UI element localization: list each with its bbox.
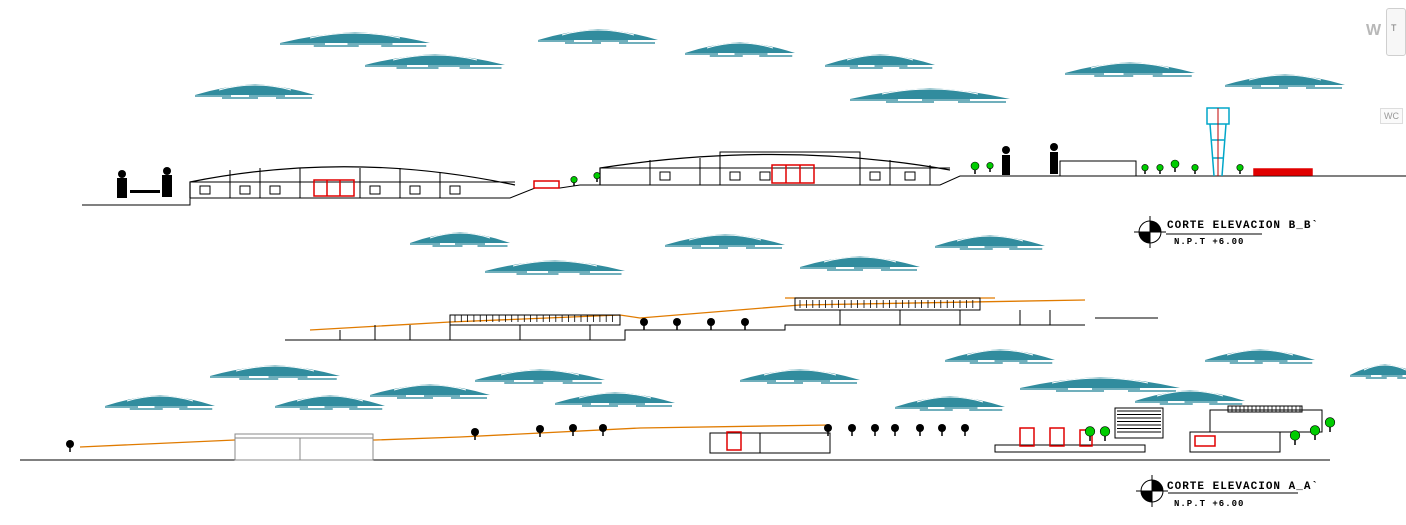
cloud: [1225, 74, 1345, 89]
cloud: [195, 84, 315, 99]
tree: [471, 428, 479, 440]
cloud: [1205, 349, 1315, 364]
section-a-a-red: [726, 427, 1216, 451]
tree: [1309, 425, 1321, 440]
cloud: [825, 54, 935, 69]
section-marker-b: [1134, 216, 1262, 248]
tree: [961, 424, 969, 436]
sky-clouds: [105, 29, 1406, 411]
viewcube-face-label: T: [1391, 23, 1397, 33]
viewcube[interactable]: W T WC: [1358, 8, 1406, 128]
vegetation-top: [570, 159, 1244, 186]
tree: [536, 425, 544, 437]
section-b-title: CORTE ELEVACION B_B`: [1167, 220, 1320, 232]
tree: [569, 424, 577, 436]
tree: [970, 161, 980, 174]
cloud: [275, 395, 385, 410]
tree: [1156, 164, 1164, 174]
vegetation-bottom: [66, 417, 1336, 452]
cloud: [555, 392, 675, 407]
cloud: [410, 232, 510, 247]
cloud: [365, 54, 505, 69]
section-a-level: N.P.T +6.00: [1174, 499, 1245, 509]
cloud: [1020, 377, 1180, 392]
cloud: [538, 29, 658, 44]
tree: [1170, 159, 1180, 172]
tree: [1324, 417, 1336, 432]
cloud: [485, 260, 625, 275]
cloud: [105, 395, 215, 410]
tree: [1141, 164, 1149, 174]
tree: [66, 440, 74, 452]
section-b-b-elevation: [82, 107, 1406, 206]
tree: [640, 318, 648, 330]
cloud: [1065, 62, 1195, 77]
tree: [1289, 430, 1301, 445]
cloud: [935, 235, 1045, 250]
compass-letter: W: [1366, 22, 1382, 39]
tree: [1236, 164, 1244, 174]
tree: [938, 424, 946, 436]
tree: [599, 424, 607, 436]
tree: [570, 176, 578, 186]
cloud: [475, 369, 605, 384]
cloud: [1135, 390, 1245, 405]
cloud: [370, 384, 490, 399]
tree: [673, 318, 681, 330]
tree: [848, 424, 856, 436]
tree: [1084, 426, 1096, 441]
tree: [824, 424, 832, 436]
tree: [871, 424, 879, 436]
section-marker-a: [1136, 475, 1298, 507]
cloud: [800, 256, 920, 271]
section-a-title: CORTE ELEVACION A_A`: [1167, 481, 1320, 493]
cloud: [665, 234, 785, 249]
wcs-menu[interactable]: WC: [1380, 108, 1403, 124]
tree: [593, 172, 601, 182]
tree: [891, 424, 899, 436]
cloud: [1350, 364, 1406, 379]
cloud: [895, 396, 1005, 411]
viewcube-face[interactable]: T: [1386, 8, 1406, 56]
tree: [1191, 164, 1199, 174]
tree: [916, 424, 924, 436]
cloud: [850, 88, 1010, 103]
tree: [986, 162, 994, 172]
cloud: [945, 349, 1055, 364]
tree: [1099, 426, 1111, 441]
cloud: [740, 369, 860, 384]
cloud: [685, 42, 795, 57]
vegetation-middle: [640, 318, 749, 330]
section-a-a-elevation: [20, 405, 1330, 461]
tree: [741, 318, 749, 330]
section-b-level: N.P.T +6.00: [1174, 237, 1245, 247]
cloud: [210, 365, 340, 380]
cloud: [280, 32, 430, 47]
middle-elevation: [285, 297, 1158, 341]
tree: [707, 318, 715, 330]
